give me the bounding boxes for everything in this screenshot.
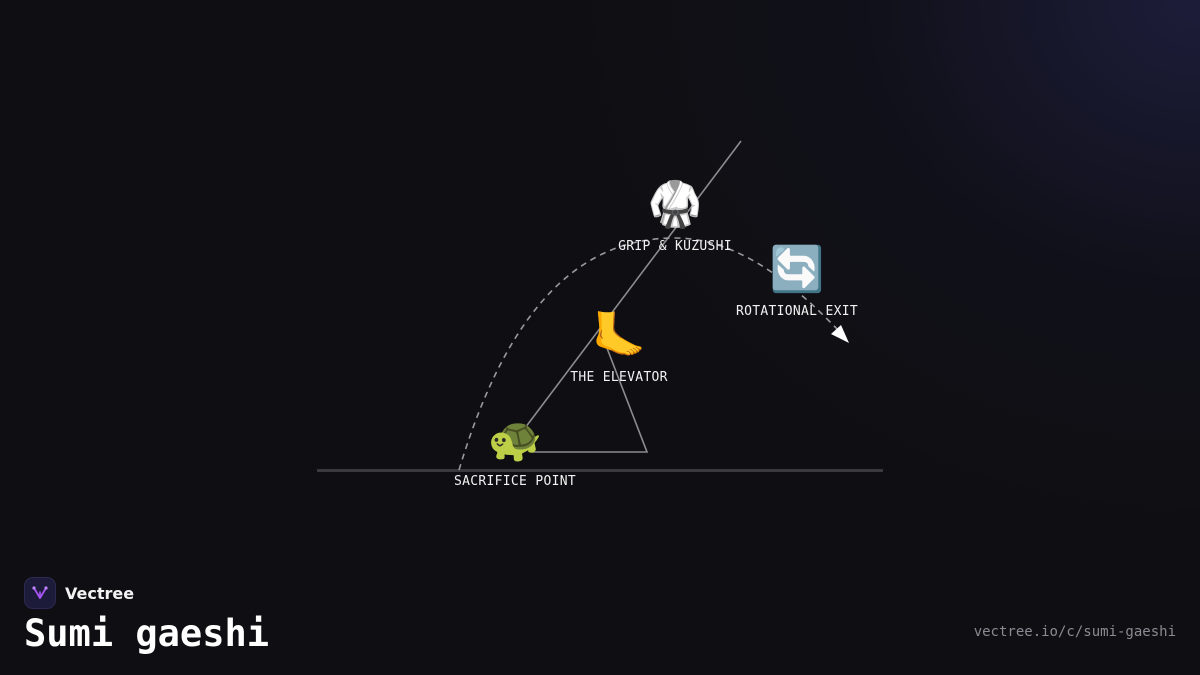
brand[interactable]: Vectree (24, 577, 134, 609)
turtle-icon: 🐢 (488, 414, 543, 465)
node-elevator: 🦶 THE ELEVATOR (570, 310, 668, 385)
rotation-arrows-icon: 🔄 (770, 244, 825, 295)
martial-arts-uniform-icon: 🥋 (648, 179, 703, 230)
page-title: Sumi gaeshi (24, 612, 270, 655)
node-label-grip: GRIP & KUZUSHI (618, 239, 732, 254)
page-url[interactable]: vectree.io/c/sumi-gaeshi (973, 624, 1176, 640)
throw-trajectory (458, 237, 839, 471)
elevator-leg (531, 329, 649, 453)
node-label-sacrifice: SACRIFICE POINT (454, 474, 576, 489)
brand-name: Vectree (65, 583, 135, 603)
node-label-exit: ROTATIONAL EXIT (736, 304, 858, 319)
node-sacrifice: 🐢 SACRIFICE POINT (454, 414, 576, 489)
vectree-logo-icon (24, 577, 56, 609)
node-exit: 🔄 ROTATIONAL EXIT (736, 244, 858, 319)
node-grip: 🥋 GRIP & KUZUSHI (618, 179, 732, 254)
foot-icon: 🦶 (592, 310, 647, 361)
lever-line (521, 140, 742, 433)
trajectory-arrowhead (831, 325, 849, 343)
node-label-elevator: THE ELEVATOR (570, 370, 668, 385)
